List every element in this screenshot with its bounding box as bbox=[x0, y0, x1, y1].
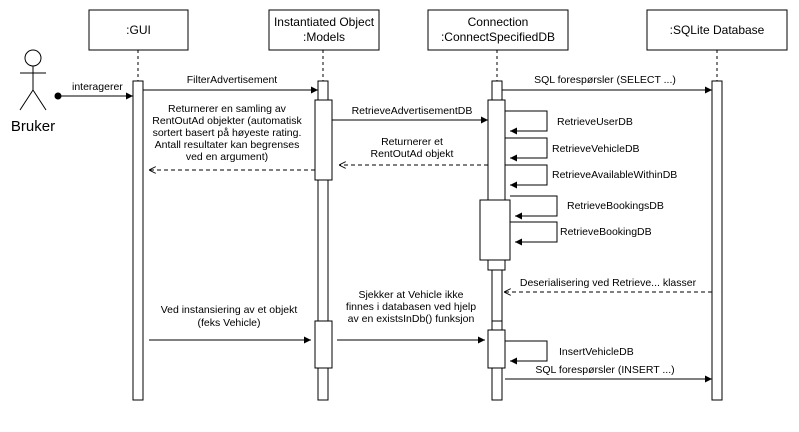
self-call-insert-vehicle: InsertVehicleDB bbox=[505, 340, 634, 365]
participant-connection-box bbox=[427, 9, 569, 51]
participant-gui: :GUI bbox=[88, 9, 189, 51]
actor-leg-left bbox=[19, 89, 34, 111]
return-collection-line-3: sortert basert på høyeste rating. bbox=[153, 127, 302, 139]
instantiate-line-2: (feks Vehicle) bbox=[197, 317, 260, 329]
check-exists-line-2: finnes i databasen ved hjelp bbox=[346, 301, 476, 313]
retrieve-user-label: RetrieveUserDB bbox=[557, 116, 633, 128]
message-sql-insert: SQL forespørsler (INSERT ...) bbox=[505, 364, 712, 383]
self-call-retrieve-booking: RetrieveBookingDB bbox=[510, 221, 652, 246]
activation-models-2 bbox=[314, 320, 333, 369]
activation-connection-4 bbox=[487, 329, 506, 369]
self-call-retrieve-bookings: RetrieveBookingsDB bbox=[510, 195, 664, 220]
message-return-rentout: Returnerer et RentOutAd objekt bbox=[339, 136, 488, 165]
return-rentout-line-2: RentOutAd objekt bbox=[371, 148, 454, 160]
participant-models-label-1: Instantiated Object bbox=[274, 15, 375, 29]
participant-connection-label-1: Connection bbox=[468, 15, 529, 29]
message-filter-advertisement: FilterAdvertisement bbox=[143, 74, 318, 94]
retrieve-vehicle-label: RetrieveVehicleDB bbox=[552, 143, 640, 155]
activation-connection-2 bbox=[479, 199, 511, 261]
message-retrieve-advertisement: RetrieveAdvertisementDB bbox=[332, 105, 488, 124]
return-collection-line-5: ved en argument) bbox=[186, 151, 268, 163]
message-deserialize: Deserialisering ved Retrieve... klasser bbox=[504, 277, 712, 292]
participant-models: Instantiated Object :Models bbox=[268, 9, 380, 51]
actor-leg-right bbox=[32, 89, 47, 111]
message-return-collection: Returnerer en samling av RentOutAd objek… bbox=[149, 103, 315, 170]
message-sql-select: SQL forespørsler (SELECT ...) bbox=[502, 74, 712, 94]
instantiate-line-1: Ved instansiering av et objekt bbox=[161, 304, 298, 316]
participant-database-label: :SQLite Database bbox=[670, 23, 765, 37]
self-call-retrieve-available: RetrieveAvailableWithinDB bbox=[505, 164, 677, 189]
retrieve-booking-label: RetrieveBookingDB bbox=[560, 226, 652, 238]
return-collection-line-4: Antall resultater kan begrenses bbox=[155, 139, 300, 151]
message-sql-select-label: SQL forespørsler (SELECT ...) bbox=[534, 74, 676, 86]
retrieve-bookings-label: RetrieveBookingsDB bbox=[567, 200, 664, 212]
retrieve-available-label: RetrieveAvailableWithinDB bbox=[552, 169, 677, 181]
self-call-retrieve-vehicle: RetrieveVehicleDB bbox=[505, 137, 640, 162]
participant-database: :SQLite Database bbox=[646, 9, 788, 51]
participant-gui-box bbox=[88, 9, 189, 51]
participant-database-box bbox=[646, 9, 788, 51]
return-collection-line-1: Returnerer en samling av bbox=[168, 103, 287, 115]
sql-insert-label: SQL forespørsler (INSERT ...) bbox=[535, 364, 674, 376]
return-collection-line-2: RentOutAd objekter (automatisk bbox=[152, 115, 302, 127]
deserialize-label: Deserialisering ved Retrieve... klasser bbox=[520, 277, 697, 289]
activation-database bbox=[711, 80, 723, 401]
participant-models-label-2: :Models bbox=[303, 30, 345, 44]
message-check-exists: Sjekker at Vehicle ikke finnes i databas… bbox=[337, 289, 485, 344]
activations bbox=[132, 80, 723, 401]
message-instantiate: Ved instansiering av et objekt (feks Veh… bbox=[149, 304, 311, 344]
actor-bruker: Bruker bbox=[11, 49, 55, 135]
activation-models-main bbox=[317, 80, 329, 401]
return-rentout-line-1: Returnerer et bbox=[381, 136, 443, 148]
activation-gui bbox=[132, 80, 144, 401]
message-filter-label: FilterAdvertisement bbox=[187, 74, 278, 86]
actor-label: Bruker bbox=[11, 118, 55, 135]
participant-connection: Connection :ConnectSpecifiedDB bbox=[427, 9, 569, 51]
check-exists-line-3: av en existsInDb() funksjon bbox=[348, 313, 475, 325]
participant-models-box bbox=[268, 9, 380, 51]
self-call-retrieve-user: RetrieveUserDB bbox=[505, 110, 633, 135]
check-exists-line-1: Sjekker at Vehicle ikke bbox=[358, 289, 463, 301]
participant-connection-label-2: :ConnectSpecifiedDB bbox=[441, 30, 555, 44]
actor-head bbox=[24, 49, 42, 67]
message-interagerer: interagerer bbox=[54, 81, 133, 100]
activation-models-1 bbox=[314, 99, 333, 181]
message-interagerer-label: interagerer bbox=[72, 81, 123, 93]
message-retrieve-advertisement-label: RetrieveAdvertisementDB bbox=[352, 105, 473, 117]
participant-gui-label: :GUI bbox=[126, 23, 151, 37]
insert-vehicle-label: InsertVehicleDB bbox=[559, 346, 634, 358]
